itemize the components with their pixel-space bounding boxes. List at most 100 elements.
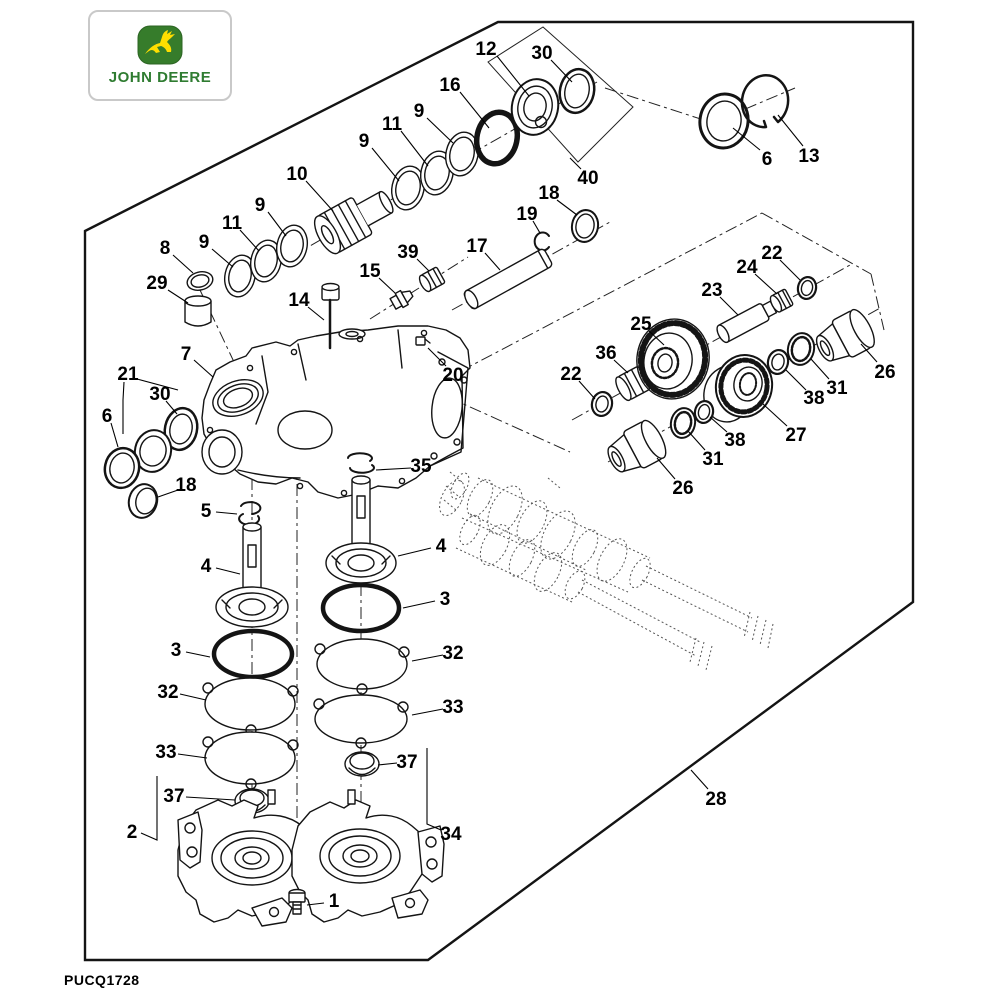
- callout-3: 3: [440, 589, 451, 610]
- part-screw-20: [415, 336, 431, 346]
- callout-leader-38: [709, 416, 728, 433]
- part-gasket-33-left: [202, 731, 299, 790]
- callout-leader-33: [177, 753, 208, 759]
- callout-12: 12: [475, 39, 496, 60]
- callout-leader-34: [426, 748, 442, 831]
- callout-leader-29: [167, 289, 189, 304]
- part-nut-39: [418, 266, 446, 293]
- callout-4: 4: [436, 536, 447, 557]
- callout-leader-38: [785, 369, 807, 391]
- callout-leader-35: [375, 467, 412, 471]
- part-washers-9-11-9-lower: [223, 224, 309, 298]
- callout-leader-6: [732, 127, 761, 151]
- part-fitting-15: [389, 289, 414, 310]
- callout-leader-25: [648, 330, 665, 346]
- callout-leader-17: [484, 252, 501, 271]
- callout-leader-26: [656, 457, 676, 480]
- part-shaft-23: [716, 300, 778, 344]
- callout-30: 30: [149, 384, 170, 405]
- callout-leader-30: [165, 400, 178, 415]
- callout-leader-18: [556, 199, 578, 216]
- callout-leader-21: [136, 378, 179, 391]
- part-ring-22-right: [796, 275, 818, 301]
- part-ring-8: [186, 271, 214, 291]
- part-ring-38-left: [693, 399, 715, 425]
- part-oring-3-right: [320, 582, 402, 634]
- callout-leader-11: [239, 229, 260, 252]
- part-bearing-12: [510, 78, 560, 136]
- callout-6: 6: [762, 149, 773, 170]
- callout-11: 11: [382, 114, 403, 135]
- part-shaft-4-right: [325, 475, 397, 584]
- part-race-31-right: [786, 332, 816, 366]
- phantom-shaft-assembly: [439, 471, 774, 671]
- callout-leader-5: [215, 511, 238, 515]
- callout-leader-33: [411, 708, 444, 716]
- callout-leader-9: [267, 211, 287, 237]
- callout-leader-39: [416, 258, 430, 272]
- callout-leader-28: [690, 769, 709, 790]
- callout-17: 17: [466, 236, 487, 257]
- callout-leader-16: [459, 91, 490, 129]
- callout-3: 3: [171, 640, 182, 661]
- callout-24: 24: [736, 257, 758, 278]
- callout-leader-8: [172, 254, 194, 274]
- callout-leader-22: [779, 259, 801, 281]
- callout-37: 37: [396, 752, 417, 773]
- part-spiral-pin-5: [238, 501, 262, 526]
- callout-5: 5: [201, 501, 212, 522]
- part-ring-22-left: [590, 390, 614, 418]
- callout-33: 33: [155, 742, 176, 763]
- callout-leader-31: [687, 430, 706, 451]
- callout-18: 18: [175, 475, 196, 496]
- callout-leader-9: [211, 248, 234, 268]
- callout-leader-22: [578, 380, 596, 400]
- callout-33: 33: [442, 697, 463, 718]
- callout-leader-10: [305, 180, 334, 212]
- callout-leader-9: [371, 147, 400, 182]
- part-gasket-33-right: [313, 694, 409, 749]
- john-deere-deer-icon: [137, 25, 183, 65]
- part-ring-18-top: [570, 209, 600, 243]
- callout-10: 10: [286, 164, 307, 185]
- callout-leader-12: [496, 55, 530, 97]
- callout-leader-32: [179, 693, 207, 701]
- callout-29: 29: [146, 273, 167, 294]
- callout-leader-32: [411, 654, 444, 662]
- callout-leader-18: [157, 489, 179, 498]
- callout-9: 9: [414, 101, 425, 122]
- callout-38: 38: [803, 388, 824, 409]
- callout-26: 26: [874, 362, 895, 383]
- part-gasket-32-left: [202, 677, 299, 736]
- part-wave-washer-35: [347, 452, 375, 474]
- callout-31: 31: [702, 449, 724, 470]
- callout-leader-15: [378, 277, 396, 294]
- callout-27: 27: [785, 425, 806, 446]
- part-bracket-34: [291, 789, 445, 923]
- callout-leader-37: [377, 762, 398, 766]
- callout-30: 30: [531, 43, 552, 64]
- part-shaft-4-left: [215, 522, 289, 628]
- image-code: PUCQ1728: [64, 972, 140, 988]
- part-bearing-27: [703, 354, 774, 423]
- callout-4: 4: [201, 556, 212, 577]
- callout-9: 9: [255, 195, 266, 216]
- callout-26: 26: [672, 478, 693, 499]
- part-gear-10: [313, 190, 394, 255]
- callout-leader-30: [550, 59, 573, 83]
- part-ring-38-right: [766, 348, 790, 376]
- callout-23: 23: [701, 280, 722, 301]
- part-washers-9-11-9-upper: [390, 131, 480, 211]
- callout-35: 35: [410, 456, 432, 477]
- john-deere-logo-card: JOHN DEERE: [88, 10, 232, 101]
- callout-9: 9: [199, 232, 210, 253]
- callout-21: 21: [117, 364, 139, 385]
- callout-leader-1: [306, 902, 325, 906]
- callout-leader-11: [400, 130, 429, 167]
- part-bolt-1: [288, 888, 306, 915]
- callout-37: 37: [163, 786, 184, 807]
- part-gearbox-housing-7: [201, 325, 471, 499]
- callout-40: 40: [577, 168, 598, 189]
- diagram-border: [83, 20, 915, 962]
